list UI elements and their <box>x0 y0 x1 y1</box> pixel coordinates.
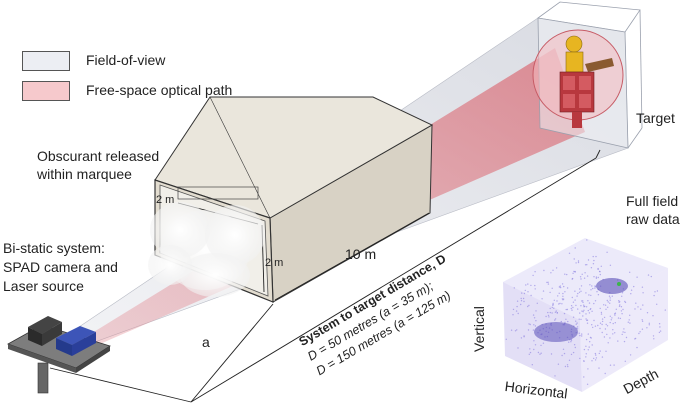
legend-fov-label: Field-of-view <box>86 52 166 68</box>
target-figure <box>559 35 614 128</box>
system-label-2: SPAD camera and <box>3 259 118 275</box>
marquee-length-label: 10 m <box>345 246 377 262</box>
system-label-3: Laser source <box>3 278 84 294</box>
obscurant-cloud <box>148 202 265 297</box>
gap-label: a <box>202 334 210 350</box>
raw-data-cube <box>503 238 668 392</box>
legend-fov-swatch <box>22 51 70 71</box>
obscurant-label-1: Obscurant released <box>37 148 160 164</box>
axis-vertical-label: Vertical <box>471 306 487 352</box>
camera-platform <box>7 316 111 394</box>
full-field-label-2: raw data <box>626 211 680 227</box>
target-label: Target <box>636 110 675 126</box>
system-label-1: Bi-static system: <box>3 240 105 256</box>
legend-optical-path-swatch <box>22 81 70 101</box>
legend-optical-path-label: Free-space optical path <box>86 82 233 98</box>
obscurant-label-2: within marquee <box>37 166 132 182</box>
full-field-label-1: Full field <box>626 193 679 209</box>
marquee-width-label: 2 m <box>156 194 175 206</box>
marquee-height-label: 2 m <box>265 257 284 269</box>
distance-lines <box>49 149 601 403</box>
